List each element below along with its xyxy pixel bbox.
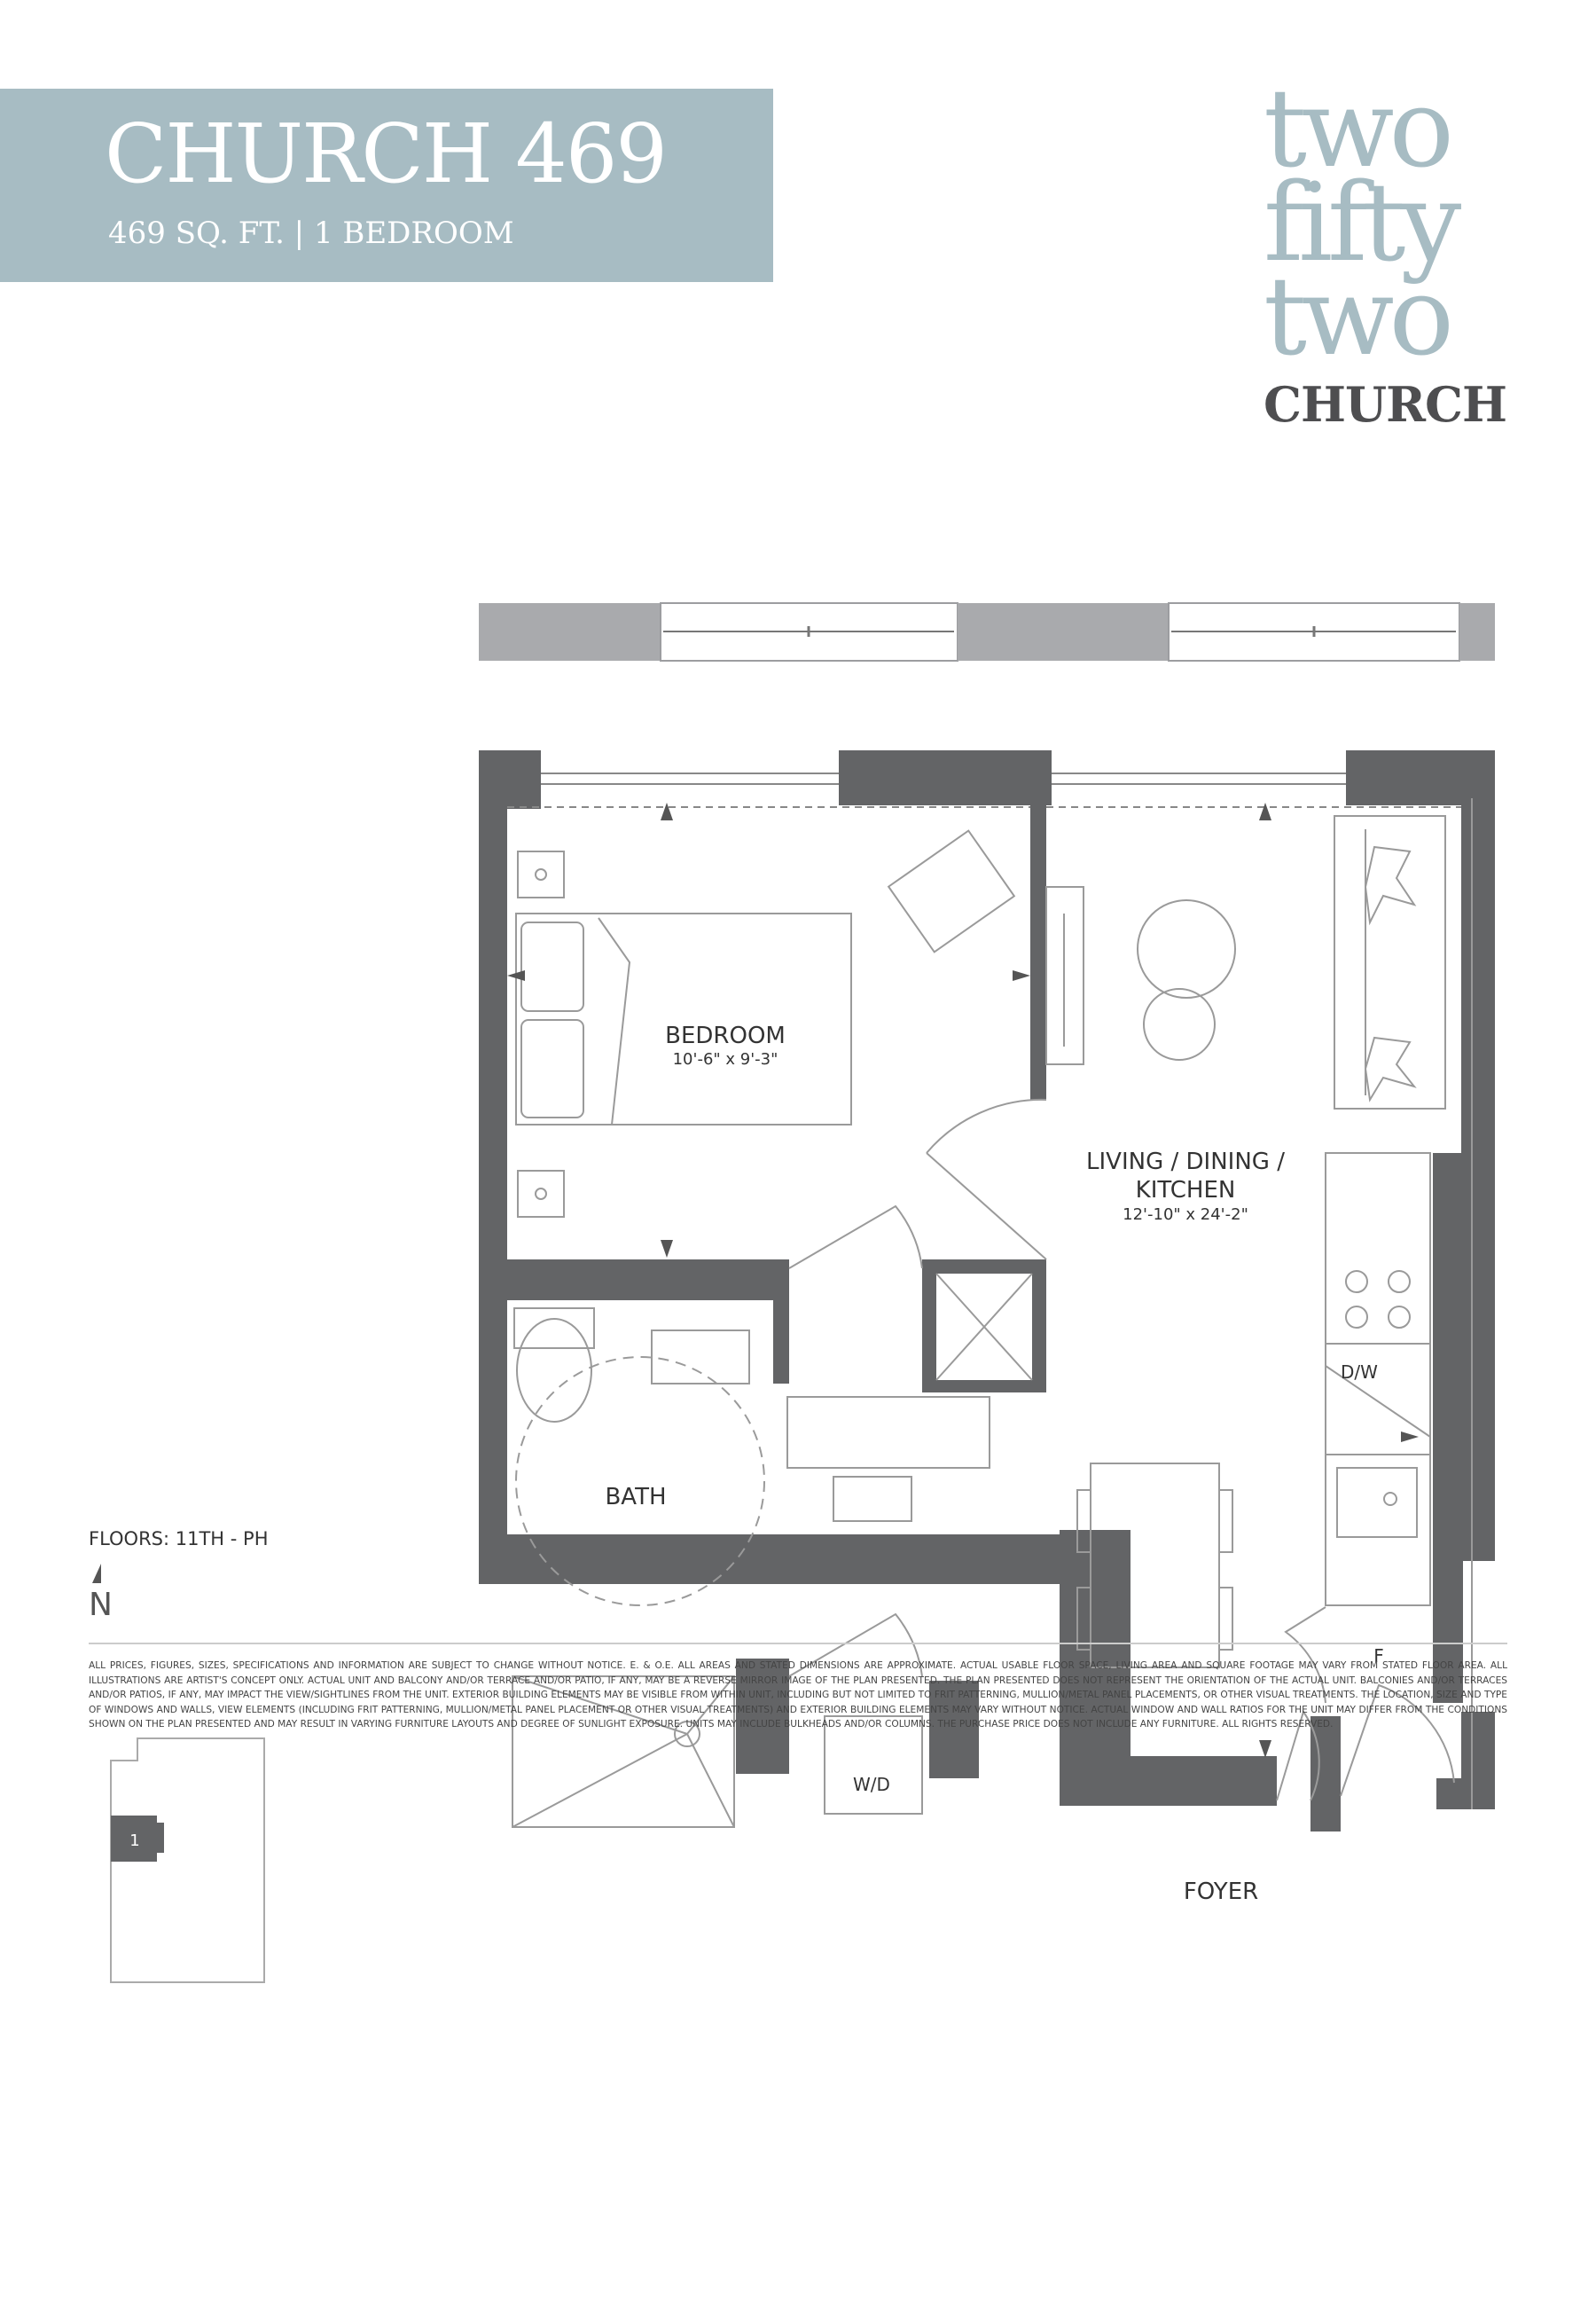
- floors-label: FLOORS: 11TH - PH: [89, 1528, 269, 1549]
- disclaimer-text: ALL PRICES, FIGURES, SIZES, SPECIFICATIO…: [89, 1660, 1507, 1730]
- bedroom-dims: 10'-6" x 9'-3": [673, 1050, 778, 1069]
- key-plan: [110, 1737, 265, 1983]
- arrow-markers: [507, 803, 1419, 1758]
- window-elevation: [479, 602, 1495, 662]
- logo-line-3: two: [1264, 254, 1454, 380]
- north-arrow-icon: [92, 1564, 101, 1583]
- key-plan-unit-number: 1: [129, 1831, 139, 1850]
- dw-label: D/W: [1341, 1361, 1378, 1383]
- wd-label: W/D: [853, 1774, 890, 1795]
- header-band: [0, 89, 773, 282]
- fridge-label: F: [1373, 1645, 1384, 1667]
- logo-line-2: fifty: [1264, 160, 1461, 286]
- living-dims: 12'-10" x 24'-2": [1123, 1205, 1248, 1224]
- divider: [89, 1643, 1507, 1644]
- north-label: N: [89, 1587, 113, 1623]
- living-label-line1: LIVING / DINING /: [1086, 1149, 1285, 1175]
- logo-line-1: two: [1264, 66, 1454, 192]
- foyer-label: FOYER: [1184, 1879, 1258, 1905]
- living-label-line2: KITCHEN: [1136, 1177, 1236, 1204]
- bedroom-label: BEDROOM: [665, 1023, 786, 1049]
- logo-sub: CHURCH: [1264, 376, 1507, 433]
- brand-logo: two fifty two CHURCH: [1264, 66, 1530, 433]
- top-windows: [507, 773, 1461, 808]
- furniture: [512, 798, 1473, 1828]
- bath-label: BATH: [605, 1484, 666, 1510]
- unit-subtitle: 469 SQ. FT. | 1 BEDROOM: [108, 216, 514, 251]
- unit-name: CHURCH 469: [105, 106, 668, 201]
